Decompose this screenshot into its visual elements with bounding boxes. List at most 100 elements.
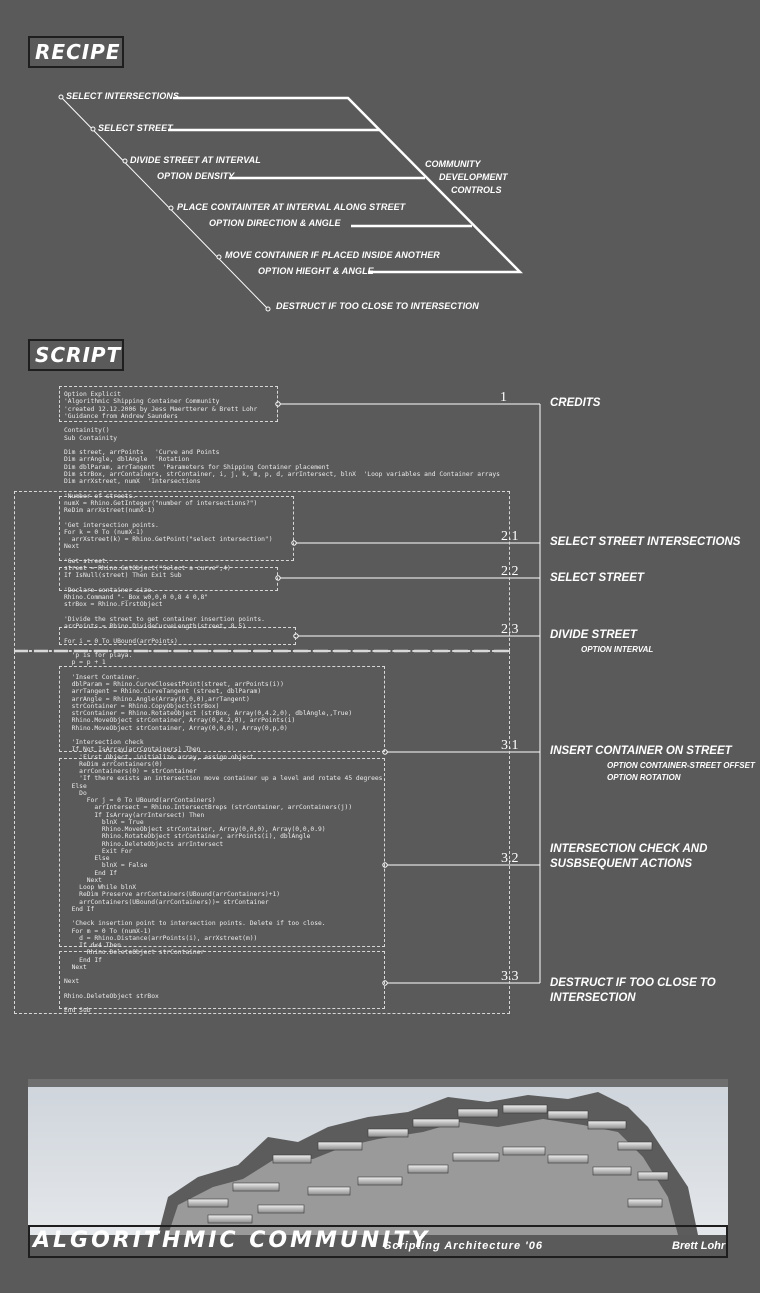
code-line: 'created 12.12.2006 by Jess Maertterer &… [64,405,258,413]
code-line: If IsNull(street) Then Exit Sub [64,572,182,580]
code-line: If d<4 Then [64,942,121,949]
code-line: blnX = True [64,818,144,826]
label-credits: CREDITS [550,397,601,409]
label-insert-container: INSERT CONTAINER ON STREET [550,745,732,757]
box-insert-container [59,666,385,752]
step-move-container: MOVE CONTAINER IF PLACED INSIDE ANOTHER [225,250,440,260]
code-line: 'p is for playa. [64,652,133,659]
label-destruct: DESTRUCT IF TOO CLOSE TO [550,977,716,989]
controls-line-1: COMMUNITY [425,159,481,169]
code-line: Next [64,876,102,884]
step-destruct: DESTRUCT IF TOO CLOSE TO INTERSECTION [276,301,479,311]
code-line: End If [64,905,95,913]
label-destruct-2: INTERSECTION [550,992,636,1004]
controls-line-3: CONTROLS [451,185,502,195]
code-line: Dim strBox, arrContainers, strContainer,… [64,470,500,478]
code-line: strContainer = Rhino.RotateObject (strBo… [64,710,353,717]
code-line: p = p + 1 [64,659,106,667]
code-line: Rhino.MoveObject strContainer, Array(0,0… [64,826,326,833]
section-num-1: 1 [500,390,507,405]
code-line: 'Get intersection points. [64,521,159,529]
code-line: If IsArray(arrIntersect) Then [64,811,205,819]
code-line: Else [64,782,87,790]
code-line: 'Number of streets. [64,492,137,500]
code-line: Dim street, arrPoints 'Curve and Points [64,449,220,456]
code-line: strContainer = Rhino.CopyObject(strBox) [64,702,220,710]
box-divide-street [59,627,296,645]
footer-subtitle: Scripting Architecture '06 [384,1240,544,1252]
step-divide-street: DIVIDE STREET AT INTERVAL [130,155,261,165]
code-line: Rhino.DeleteObjects arrIntersect [64,840,224,848]
code-line: 'First Object, initialize array, assign … [64,753,258,761]
step-place-container: PLACE CONTAINTER AT INTERVAL ALONG STREE… [177,202,406,212]
code-line: Rhino.MoveObject strContainer, Array(0,0… [64,724,288,732]
code-line [64,971,500,978]
label-divide-street: DIVIDE STREET [550,629,637,641]
footer-frame [28,1225,728,1258]
code-line: arrContainers(UBound(arrContainers))= st… [64,898,269,906]
code-line: 'Algorithmic Shipping Container Communit… [64,398,220,406]
code-line: Rhino.MoveObject strContainer, Array(0,4… [64,717,296,725]
step-dot [58,94,64,100]
code-line: For k = 0 To (numX-1) [64,528,144,536]
code-line [64,645,500,652]
box-intersection-check [59,758,385,947]
code-line [64,580,500,587]
code-line: Rhino.DeleteObject strContainer [64,949,205,957]
code-line: Rhino.DeleteObject strBox [64,992,159,1000]
code-line: 'Get street. [64,557,110,565]
container-stack-graphic [158,1092,698,1235]
box-credits [59,386,278,422]
code-line: 'Divide the street to get container inse… [64,615,265,623]
step-option-direction: OPTION DIRECTION & ANGLE [209,218,341,228]
step-dot [122,158,128,164]
code-line: Rhino.Command "-_Box w0,0,0 0,8 4 0,8" [64,594,209,601]
section-num-2-1: 2.1 [501,529,519,544]
section-num-3-3: 3.3 [501,969,519,984]
label-intersection-check-2: SUSBSEQUENT ACTIONS [550,858,693,870]
code-line: For i = 0 To UBound(arrPoints) [64,637,178,645]
code-line: Do [64,789,87,797]
section-num-3-1: 3.1 [501,738,519,753]
code-line: blnX = False [64,862,148,870]
code-line: ReDim arrContainers(0) [64,760,163,768]
step-option-height: OPTION HIEGHT & ANGLE [258,266,374,276]
code-line [64,420,500,427]
code-line: Rhino.RotateObject strContainer, arrPoin… [64,833,311,841]
box-destruct [59,951,385,1009]
footer-title: ALGORITHMIC COMMUNITY [33,1228,431,1253]
code-listing: Option Explicit'Algorithmic Shipping Con… [64,391,500,1015]
code-line [64,485,500,492]
code-line: End Sub [64,1007,91,1015]
section-num-3-2: 3.2 [501,851,519,866]
rendering-image [28,1079,728,1235]
code-line: Dim dblParam, arrTangent 'Parameters for… [64,463,330,471]
code-line [64,442,500,449]
section-num-2-2: 2.2 [501,564,519,579]
option-container-street-offset: OPTION CONTAINER-STREET OFFSET [607,761,755,770]
code-line: Next [64,978,80,986]
code-line: Sub Containity [64,434,118,442]
label-select-street-intersections: SELECT STREET INTERSECTIONS [550,536,741,548]
code-line: 'Check insertion point to intersection p… [64,920,326,928]
code-line: strBox = Rhino.FirstObject [64,601,163,609]
section-num-2-3: 2.3 [501,622,519,637]
option-interval: OPTION INTERVAL [581,645,654,654]
code-line [64,1000,500,1007]
footer-author: Brett Lohr [672,1240,726,1252]
code-line: numX = Rhino.GetInteger("number of inter… [64,499,258,507]
code-line: Next [64,543,80,551]
code-line: Exit For [64,847,133,855]
box-select-intersections [59,496,294,561]
code-line [64,667,500,674]
code-line [64,986,500,993]
step-select-intersections: SELECT INTERSECTIONS [66,91,180,101]
code-line: d = Rhino.Distance(arrPoints(i), arrXstr… [64,934,258,942]
code-line: Dim arrXstreet, numX 'Intersections [64,478,201,485]
code-line [64,732,500,739]
code-line: End If [64,956,102,964]
code-line: arrAngle = Rhino.Angle(Array(0,0,0),arrT… [64,695,250,703]
option-rotation: OPTION ROTATION [607,773,681,782]
code-line: End If [64,869,118,877]
label-intersection-check: INTERSECTION CHECK AND [550,843,708,855]
